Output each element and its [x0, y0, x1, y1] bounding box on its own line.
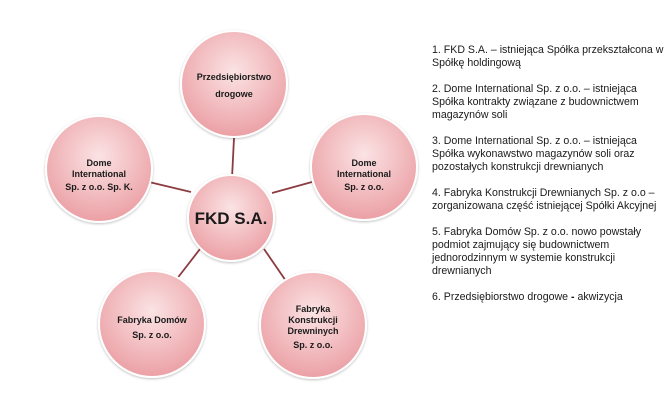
svg-text:FKD S.A.: FKD S.A. — [195, 209, 268, 228]
note-item: 1. FKD S.A. – istniejąca Spółka przekszt… — [432, 44, 664, 69]
note-item: 3. Dome International Sp. z o.o. – istni… — [432, 135, 637, 173]
connector-line — [263, 248, 287, 282]
note-item: 5. Fabryka Domów Sp. z o.o. nowo powstał… — [432, 226, 642, 277]
node-fkd-center: FKD S.A. — [187, 174, 275, 262]
note-item: 4. Fabryka Konstrukcji Drewnianych Sp. z… — [432, 187, 657, 212]
connector-line — [231, 137, 235, 179]
note-item: 6. Przedsiębiorstwo drogowe - akwizycja — [432, 291, 623, 303]
connector-line — [148, 181, 192, 193]
notes-list: 1. FKD S.A. – istniejąca Spółka przekszt… — [432, 44, 664, 317]
note-item: 2. Dome International Sp. z o.o. – istni… — [432, 83, 639, 121]
connector-line — [271, 181, 313, 194]
connector-line — [175, 248, 201, 281]
